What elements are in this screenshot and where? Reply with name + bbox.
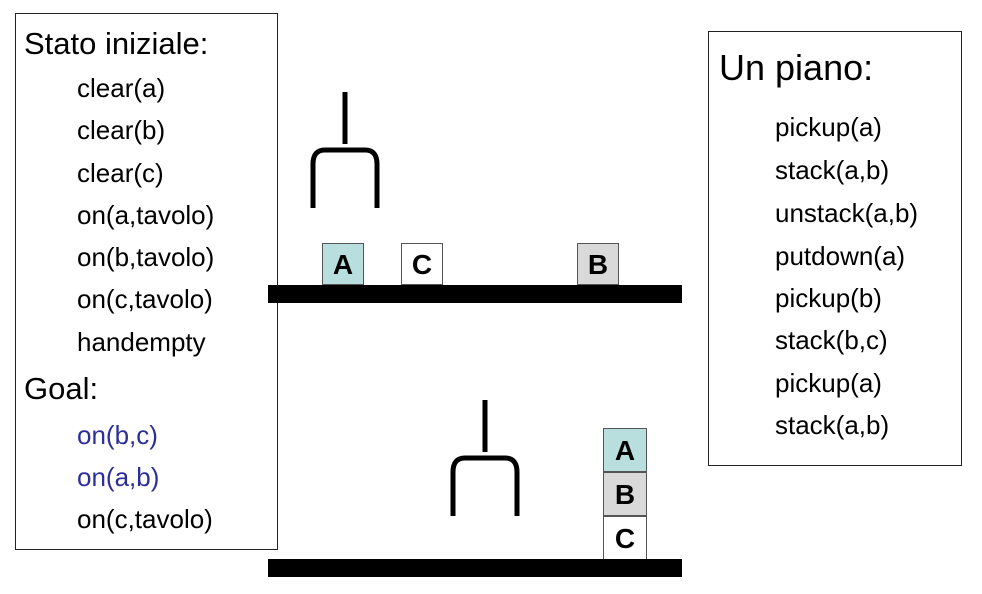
plan-heading: Un piano:	[719, 47, 874, 88]
table-surface	[268, 559, 682, 577]
plan-step: stack(a,b)	[775, 410, 890, 440]
plan-step: stack(b,c)	[775, 325, 888, 355]
table-surface	[268, 285, 682, 303]
initial-fact: handempty	[77, 327, 206, 357]
block-a: A	[322, 243, 364, 285]
plan-step: pickup(a)	[775, 368, 882, 398]
initial-fact: clear(c)	[77, 158, 164, 188]
initial-fact: on(c,tavolo)	[77, 284, 213, 314]
initial-fact: on(a,tavolo)	[77, 200, 215, 230]
stacked-block-a: A	[603, 428, 647, 472]
goal-heading: Goal:	[24, 371, 99, 406]
plan-step: pickup(a)	[775, 112, 882, 142]
goal-fact: on(c,tavolo)	[77, 504, 213, 534]
initial-state-heading: Stato iniziale:	[24, 26, 209, 61]
plan-step: pickup(b)	[775, 283, 882, 313]
plan-step: putdown(a)	[775, 241, 906, 271]
initial-fact: clear(b)	[77, 115, 166, 145]
stacked-block-c: C	[603, 516, 647, 560]
initial-fact: clear(a)	[77, 73, 166, 103]
block-c: C	[401, 243, 443, 285]
plan-panel: Un piano: pickup(a) stack(a,b) unstack(a…	[708, 31, 962, 466]
stacked-block-b: B	[603, 472, 647, 516]
plan-step: unstack(a,b)	[775, 198, 919, 228]
goal-fact: on(b,c)	[77, 420, 158, 450]
robot-gripper-icon	[310, 92, 380, 208]
block-b: B	[577, 243, 619, 285]
state-panel: Stato iniziale: clear(a) clear(b) clear(…	[15, 13, 278, 550]
robot-gripper-icon	[450, 400, 520, 516]
goal-fact: on(a,b)	[77, 462, 160, 492]
plan-step: stack(a,b)	[775, 155, 890, 185]
initial-fact: on(b,tavolo)	[77, 242, 215, 272]
